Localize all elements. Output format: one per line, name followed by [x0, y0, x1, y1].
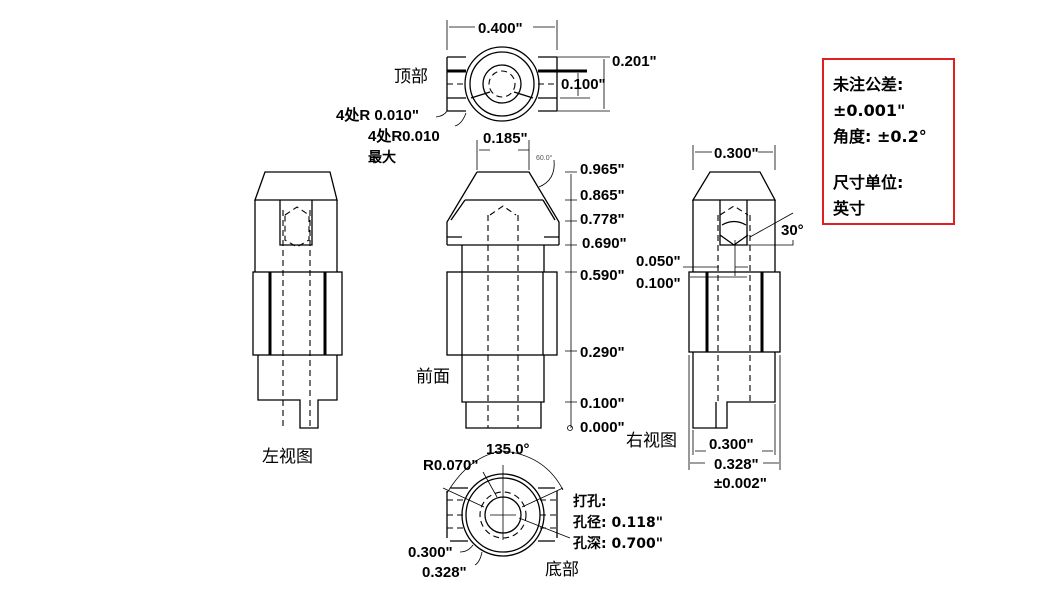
radius-note-3: 最大	[368, 149, 396, 166]
label-bottom-view: 底部	[545, 560, 579, 580]
label-top-view: 顶部	[394, 67, 428, 87]
note-line-5: 英寸	[833, 199, 866, 218]
dim-front-top-width: 0.185"	[483, 130, 528, 147]
dim-height-0690: 0.690"	[582, 235, 627, 252]
dim-right-angle: 30°	[781, 222, 804, 239]
dim-height-0965: 0.965"	[580, 161, 625, 178]
dim-top-slot: 0.100"	[561, 76, 606, 93]
drill-diameter: 孔径: 0.118"	[573, 514, 663, 531]
note-line-3: 角度: ±0.2°	[833, 127, 927, 146]
dim-height-0290: 0.290"	[580, 344, 625, 361]
dim-right-tolerance: ±0.002"	[714, 475, 767, 492]
dim-height-0590: 0.590"	[580, 267, 625, 284]
dim-right-d1: 0.050"	[636, 253, 681, 270]
note-line-1: 未注公差:	[833, 75, 904, 94]
dim-right-d2: 0.100"	[636, 275, 681, 292]
radius-note-1: 4处R 0.010"	[336, 106, 419, 124]
note-line-4: 尺寸单位:	[833, 173, 904, 192]
tolerance-note-box: 未注公差: ±0.001" 角度: ±0.2° 尺寸单位: 英寸	[822, 58, 955, 225]
top-view: 0.400" 0.201" 0.100" 顶部 4处R 0.010" 4处R0.…	[336, 20, 657, 166]
dim-top-width: 0.400"	[478, 20, 523, 37]
dim-top-height: 0.201"	[612, 53, 657, 70]
dim-right-overall-width: 0.328"	[714, 456, 759, 473]
left-view: 左视图	[252, 171, 343, 467]
dim-height-0100: 0.100"	[580, 395, 625, 412]
dim-right-top-width: 0.300"	[714, 145, 759, 162]
drill-title: 打孔:	[573, 493, 607, 510]
label-right-view: 右视图	[626, 431, 677, 451]
dim-right-bottom-width: 0.300"	[709, 436, 754, 453]
radius-note-2: 4处R0.010	[368, 127, 440, 145]
note-line-2: ±0.001"	[833, 101, 906, 120]
drill-depth: 孔深: 0.700"	[573, 535, 663, 552]
dim-height-0000: 0.000"	[580, 419, 625, 436]
label-left-view: 左视图	[262, 447, 313, 467]
dim-bottom-angle: 135.0°	[486, 441, 530, 458]
front-view: 0.185" 60.0° 0.965" 0.865" 0.778" 0.690"…	[416, 130, 627, 436]
dim-bottom-inner: 0.300"	[408, 544, 453, 561]
bottom-view: 135.0° R0.070" 打孔: 孔径: 0.118" 孔深: 0.700"…	[408, 441, 663, 581]
dim-bottom-outer: 0.328"	[422, 564, 467, 581]
dim-height-0778: 0.778"	[580, 211, 625, 228]
dim-bottom-radius: R0.070"	[423, 457, 478, 474]
dim-chamfer-angle: 60.0°	[536, 154, 553, 162]
right-view: 0.300" 30° 0.050" 0.100" 0.300" 0.328" ±…	[626, 145, 804, 492]
label-front-view: 前面	[416, 367, 450, 387]
dim-height-0865: 0.865"	[580, 187, 625, 204]
